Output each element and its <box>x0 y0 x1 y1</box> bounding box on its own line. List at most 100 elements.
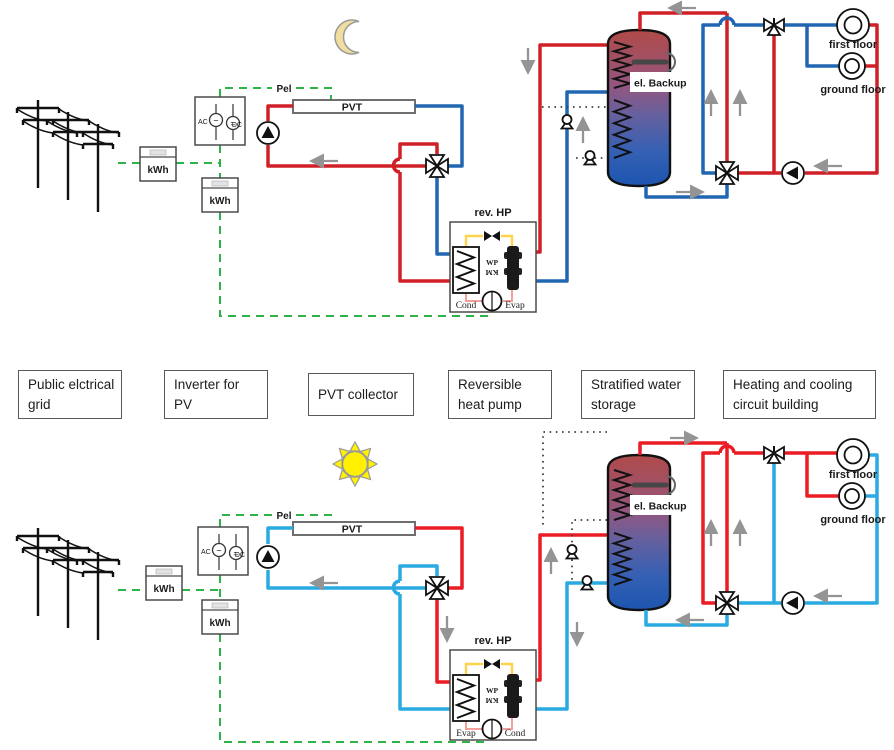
flow-arrows <box>309 430 842 647</box>
pvt-cold-pipe <box>266 526 426 590</box>
expansion-valve-icon <box>484 659 500 669</box>
three-way-valve-icon <box>763 445 785 464</box>
compressor-icon <box>481 718 503 740</box>
sun-icon <box>331 440 379 488</box>
reversible-heat-pump: rev. HP WP KM Cond Evap <box>449 207 537 313</box>
hp-left-port-label: Evap <box>456 729 476 739</box>
flow-arrows <box>309 0 842 200</box>
check-valve-icon <box>579 575 595 591</box>
legend-box-building: Heating and cooling circuit building <box>723 370 876 419</box>
ac-symbol-icon <box>208 112 224 128</box>
tank-coil-icon <box>610 41 634 89</box>
moon-icon <box>334 19 360 55</box>
compressor-icon <box>481 290 503 312</box>
sensor-line <box>542 431 607 525</box>
supply-riser-pipe <box>701 16 764 175</box>
hp-right-port-label: Cond <box>505 729 526 739</box>
pvt-hot-pipe <box>266 104 426 168</box>
four-way-mixing-valve-icon <box>715 161 739 185</box>
hp-to-tank-cold-riser <box>519 90 607 283</box>
pvt-collector: PVT <box>292 99 416 114</box>
kwh-meter: kWh <box>201 599 239 635</box>
pel-label: Pel <box>276 511 291 522</box>
electric-wiring <box>118 514 489 743</box>
el-backup-label: el. Backup <box>634 501 687 513</box>
hp-to-tank-hot-riser <box>519 43 607 254</box>
kwh-meter: kWh <box>201 177 239 213</box>
ground-floor-label: ground floor <box>820 514 886 526</box>
svg-text:AC: AC <box>201 549 211 556</box>
kwh-meter: kWh <box>145 565 183 601</box>
legend-box-grid: Public elctrical grid <box>18 370 122 419</box>
inverter: ~ = AC DC <box>197 526 249 576</box>
ac-symbol-icon <box>211 542 227 558</box>
legend-box-inverter: Inverter for PV <box>164 370 268 419</box>
night-operation-diagram: Pel kWh kWh ~ = AC DC PVT <box>15 0 886 317</box>
svg-text:WP: WP <box>486 258 499 267</box>
pvt-hot-pipe <box>415 526 464 590</box>
svg-text:=: = <box>230 119 235 129</box>
hp-right-port-label: Evap <box>505 301 525 311</box>
el-backup-label: el. Backup <box>634 78 687 90</box>
circulation-pump-icon <box>256 545 280 569</box>
heating-circuit-icon <box>838 482 866 510</box>
kwh-meter: kWh <box>139 146 177 182</box>
svg-text:kWh: kWh <box>153 584 174 595</box>
circulation-pump-icon <box>781 161 805 185</box>
svg-text:kWh: kWh <box>147 165 168 176</box>
first-floor-label: first floor <box>829 39 878 51</box>
valve-to-hp-pipe <box>435 599 453 684</box>
svg-text:KM: KM <box>486 268 499 277</box>
three-way-valve-icon <box>763 17 785 36</box>
legend-box-pvt: PVT collector <box>308 373 414 416</box>
svg-text:PVT: PVT <box>342 102 363 114</box>
rev-hp-label: rev. HP <box>474 635 511 647</box>
ground-floor-label: ground floor <box>820 84 886 96</box>
meter-display <box>211 180 229 187</box>
rev-hp-label: rev. HP <box>474 207 511 219</box>
tank-bottom-pipe <box>644 184 729 199</box>
inverter: ~ = AC DC <box>194 96 246 146</box>
sensor-line <box>571 519 607 581</box>
heating-circuit-icon <box>838 52 866 80</box>
dc-symbol-icon <box>225 115 241 131</box>
dc-symbol-icon <box>228 545 244 561</box>
pvt-loop-bypass-pipe <box>391 142 453 283</box>
heating-circuit-icon <box>836 438 870 472</box>
first-floor-label: first floor <box>829 469 878 481</box>
day-operation-diagram: Pel kWh kWh ~ = AC DC PVT <box>15 430 886 743</box>
four-way-mixing-valve-icon <box>425 576 449 600</box>
electric-wiring <box>118 87 489 317</box>
evaporator-heat-exchanger-icon <box>504 246 522 290</box>
svg-text:kWh: kWh <box>209 618 230 629</box>
four-way-mixing-valve-icon <box>715 591 739 615</box>
pvt-collector: PVT <box>292 521 416 536</box>
electric-heater-icon <box>665 475 676 495</box>
four-way-mixing-valve-icon <box>425 154 449 178</box>
tank-coil-icon <box>610 532 634 586</box>
svg-text:AC: AC <box>198 119 208 126</box>
check-valve-icon <box>559 114 575 130</box>
svg-text:=: = <box>233 549 238 559</box>
tank-bottom-pipe <box>644 610 729 627</box>
reversible-heat-pump: rev. HP WP KM Evap Cond <box>449 635 537 741</box>
svg-text:kWh: kWh <box>209 196 230 207</box>
svg-text:DC: DC <box>232 122 242 129</box>
circulation-pump-icon <box>781 591 805 615</box>
check-valve-icon <box>564 544 580 560</box>
check-valve-icon <box>582 150 598 166</box>
tank-top-pipe <box>638 11 727 30</box>
svg-text:~: ~ <box>216 546 221 556</box>
svg-text:DC: DC <box>235 552 245 559</box>
svg-text:PVT: PVT <box>342 524 363 536</box>
pvt-loop-bypass-pipe <box>391 564 453 711</box>
meter-display <box>211 602 229 609</box>
legend-box-heat-pump: Reversible heat pump <box>448 370 552 419</box>
power-pylons-icon <box>15 100 121 212</box>
stratified-storage-tank: el. Backup <box>606 453 702 612</box>
svg-text:WP: WP <box>486 686 499 695</box>
meter-display <box>149 149 167 156</box>
tank-coil-icon <box>611 99 633 159</box>
circulation-pump-icon <box>256 121 280 145</box>
